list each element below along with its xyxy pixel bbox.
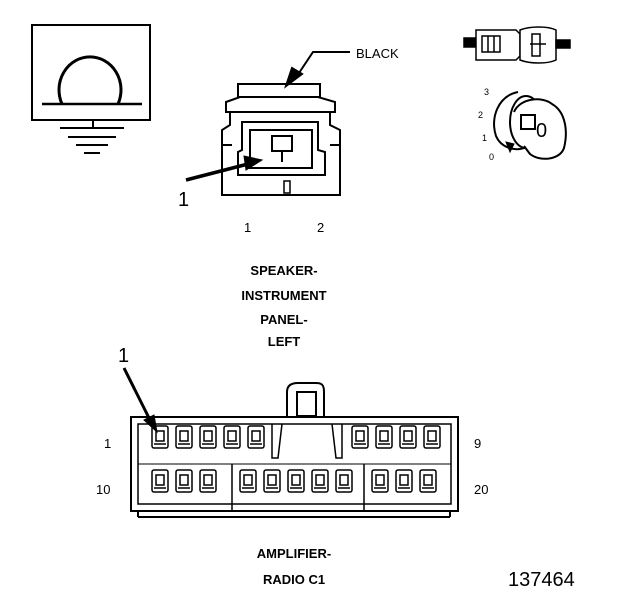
amp-cavity-bottom-5: [263, 469, 281, 493]
speaker-name-line1: SPEAKER-: [250, 263, 317, 278]
amp-cavity-top-2: [175, 425, 193, 449]
wire-color-label: BLACK: [356, 46, 399, 61]
amplifier-connector: [130, 382, 459, 518]
speaker-name-line3: PANEL-: [260, 312, 307, 327]
amplifier-top-row-cavities: [151, 425, 441, 449]
callout-number-amplifier: 1: [118, 345, 129, 367]
amp-cavity-bottom-2: [175, 469, 193, 493]
speaker-connector: [221, 83, 341, 196]
amp-cavity-bottom-11: [419, 469, 437, 493]
amp-cavity-bottom-3: [199, 469, 217, 493]
amp-pin-bottom-left: 10: [96, 482, 110, 497]
amp-pin-bottom-right: 20: [474, 482, 488, 497]
amp-cavity-bottom-9: [371, 469, 389, 493]
callout-arrow-speaker: [185, 155, 264, 182]
speaker-pin-1: 1: [244, 220, 251, 235]
speaker-name-line2: INSTRUMENT: [241, 288, 326, 303]
amp-cavity-top-5: [247, 425, 265, 449]
amp-cavity-bottom-7: [311, 469, 329, 493]
amp-pin-top-left: 1: [104, 436, 111, 451]
amp-cavity-bottom-4: [239, 469, 257, 493]
key-position-2: 2: [478, 110, 483, 120]
key-position-0: 0: [489, 152, 494, 162]
amp-cavity-bottom-1: [151, 469, 169, 493]
callout-arrow-amplifier: [122, 367, 158, 434]
ignition-key-icon: [493, 91, 567, 160]
speaker-name-line4: LEFT: [268, 334, 301, 349]
callout-number-speaker: 1: [178, 189, 189, 211]
key-position-3: 3: [484, 87, 489, 97]
amp-pin-top-right: 9: [474, 436, 481, 451]
amp-name-line1: AMPLIFIER-: [257, 546, 331, 561]
amp-cavity-top-7: [375, 425, 393, 449]
speaker-pin-2: 2: [317, 220, 324, 235]
amp-cavity-top-9: [423, 425, 441, 449]
key-label: 0: [536, 120, 547, 142]
amp-cavity-bottom-10: [395, 469, 413, 493]
figure-number: 137464: [508, 569, 575, 591]
ground-symbol-icon: [31, 24, 151, 154]
amp-cavity-top-6: [351, 425, 369, 449]
amp-cavity-bottom-8: [335, 469, 353, 493]
amp-cavity-top-4: [223, 425, 241, 449]
black-wire-leader: [284, 51, 350, 89]
amp-cavity-bottom-6: [287, 469, 305, 493]
amplifier-bottom-row-cavities: [151, 469, 437, 493]
amp-name-line2: RADIO C1: [263, 572, 325, 587]
key-position-1: 1: [482, 133, 487, 143]
amp-cavity-top-3: [199, 425, 217, 449]
connector-view-icon: [463, 26, 571, 64]
amp-cavity-top-8: [399, 425, 417, 449]
